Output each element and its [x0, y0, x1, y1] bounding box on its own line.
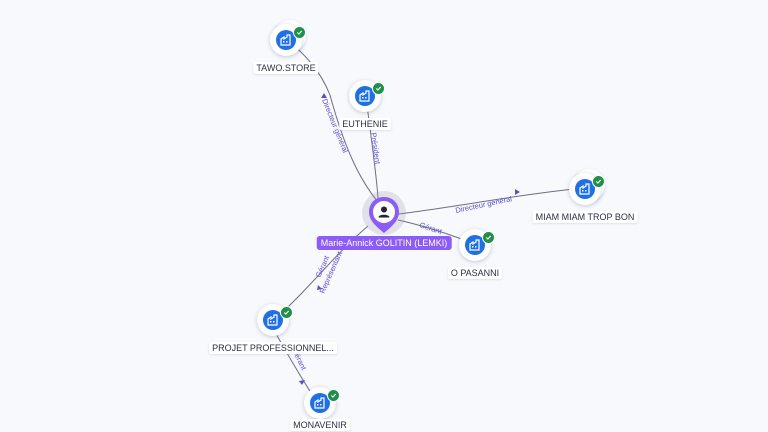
- verified-check-icon: [327, 389, 340, 402]
- person-name-label: Marie-Annick GOLITIN (LEMKI): [316, 236, 452, 250]
- building-icon: [355, 86, 375, 106]
- arrow-projet: [317, 285, 322, 290]
- company-name-label: PROJET PROFESSIONNEL...: [209, 342, 337, 354]
- verified-check-icon: [372, 82, 385, 95]
- arrow-miam: [515, 189, 520, 195]
- company-name-label: EUTHENIE: [339, 118, 391, 130]
- edge-label-miam: Directeur général: [455, 194, 513, 215]
- edge-label-euthenie: Président: [369, 132, 382, 166]
- company-name-label: MIAM MIAM TROP BON: [532, 211, 638, 223]
- edge-miam: [397, 187, 586, 215]
- verified-check-icon: [592, 175, 605, 188]
- verified-check-icon: [482, 231, 495, 244]
- arrow-tawo: [321, 93, 327, 98]
- edge-tawo: [289, 41, 379, 203]
- company-name-label: O PASANNI: [447, 267, 503, 279]
- company-name-label: TAWO.STORE: [253, 62, 319, 74]
- building-icon: [575, 179, 595, 199]
- building-icon: [263, 310, 283, 330]
- verified-check-icon: [280, 306, 293, 319]
- company-name-label: MONAVENIR: [290, 419, 350, 431]
- building-icon: [310, 393, 330, 413]
- person-icon: [369, 197, 399, 233]
- building-icon: [465, 235, 485, 255]
- building-icon: [276, 30, 296, 50]
- edge-label-opasanni: Gérant: [418, 220, 443, 236]
- arrow-monavenir: [299, 380, 305, 385]
- verified-check-icon: [293, 26, 306, 39]
